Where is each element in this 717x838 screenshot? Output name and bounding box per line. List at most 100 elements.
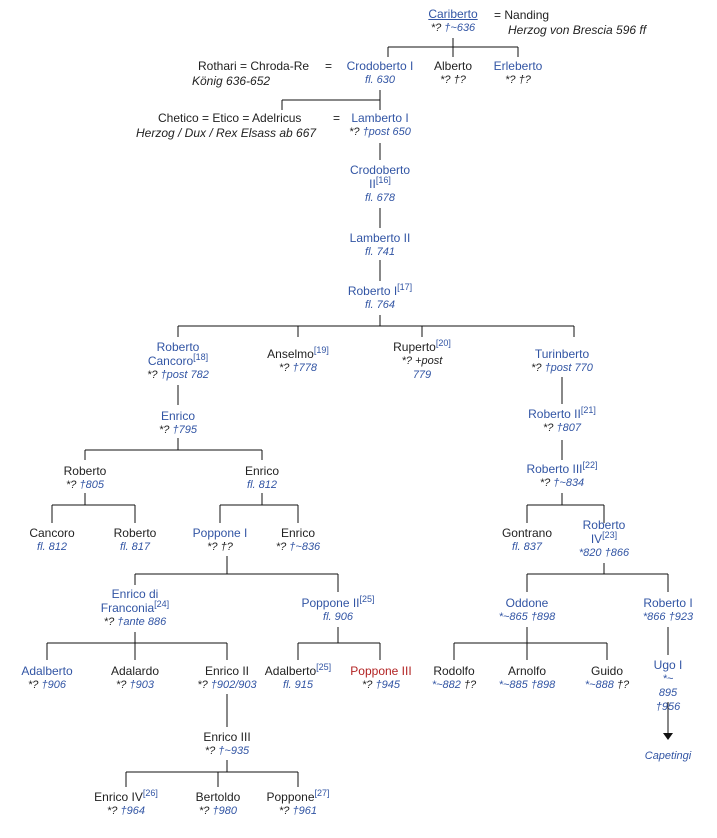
person-name-link[interactable]: Crodoberto I [346, 59, 414, 73]
person-name-link[interactable]: Poppone I [192, 526, 248, 540]
person-enrico-ii: Enrico II *? †902/903 [182, 664, 272, 692]
person-name-link[interactable]: Poppone II [301, 596, 360, 610]
person-name: Enrico [280, 526, 315, 540]
person-name-link[interactable]: Lamberto I [351, 111, 409, 125]
floruit-date: fl. 837 [512, 541, 542, 553]
person-erleberto[interactable]: Erleberto *? †? [488, 59, 548, 87]
reference-note[interactable]: [25] [316, 662, 332, 672]
person-enrico-di-franconia[interactable]: Enrico di Franconia[24] *? †ante 886 [85, 587, 185, 629]
person-name-link[interactable]: Adalberto [21, 664, 73, 678]
person-name: Rodolfo [433, 664, 475, 678]
spouse-title: Herzog / Dux / Rex Elsass ab 667 [136, 126, 317, 140]
person-name-link[interactable]: Roberto I [643, 596, 693, 610]
person-name: Ruperto [393, 340, 436, 354]
person-anselmo: Anselmo[19] *? †778 [267, 345, 329, 375]
reference-note[interactable]: [17] [397, 282, 413, 292]
person-roberto-i-francia[interactable]: Roberto I *866 †923 [628, 596, 708, 624]
person-poppone-961: Poppone[27] *? †961 [266, 788, 330, 818]
reference-note[interactable]: [18] [193, 352, 209, 362]
death-date: †~636 [444, 22, 476, 34]
person-name-link[interactable]: Roberto I [347, 284, 398, 298]
floruit-date: fl. 812 [247, 479, 277, 491]
person-name: Arnolfo [507, 664, 547, 678]
person-enrico-fl812: Enrico fl. 812 [222, 464, 302, 492]
person-name-link[interactable]: Roberto [582, 518, 626, 532]
reference-note[interactable]: [22] [582, 460, 598, 470]
reference-note[interactable]: [26] [142, 788, 158, 798]
person-name: Alberto [433, 59, 473, 73]
person-roberto-cancoro[interactable]: Roberto Cancoro[18] *? †post 782 [133, 340, 223, 382]
person-poppone-iii[interactable]: Poppone III *? †945 [338, 664, 424, 692]
person-arnolfo: Arnolfo *~885 †898 [492, 664, 562, 692]
person-name: Roberto [63, 464, 107, 478]
person-name-link[interactable]: Roberto III [526, 462, 583, 476]
person-crodoberto-i[interactable]: Crodoberto I fl. 630 [335, 59, 425, 87]
person-roberto-805: Roberto *? †805 [45, 464, 125, 492]
person-name: Adalardo [110, 664, 160, 678]
spouse-name: Rothari = Chroda-Re [198, 59, 310, 73]
marriage-sign: = [494, 8, 502, 22]
reference-note[interactable]: [23] [602, 530, 618, 540]
reference-note[interactable]: [16] [375, 175, 391, 185]
person-name-missing-link[interactable]: Poppone III [350, 664, 412, 678]
person-roberto-iii[interactable]: Roberto III[22] *? †~834 [526, 460, 598, 490]
person-poppone-i[interactable]: Poppone I *? †? [180, 526, 260, 554]
person-name: Poppone [266, 790, 315, 804]
person-name: Gontrano [501, 526, 553, 540]
person-roberto-i[interactable]: Roberto I[17] fl. 764 [335, 282, 425, 312]
person-name-link[interactable]: Turinberto [534, 347, 590, 361]
person-gontrano: Gontrano fl. 837 [487, 526, 567, 554]
person-crodoberto-ii[interactable]: Crodoberto II[16] fl. 678 [335, 163, 425, 205]
person-ruperto: Ruperto[20] *? +post 779 [393, 338, 451, 382]
floruit-date: fl. 764 [365, 299, 395, 311]
reference-note[interactable]: [27] [314, 788, 330, 798]
marriage-sign: = [333, 111, 341, 125]
person-name-link[interactable]: Erleberto [493, 59, 543, 73]
person-ugo-i[interactable]: Ugo I *~ 895 †956 [638, 658, 698, 714]
person-name-link[interactable]: Crodoberto [349, 163, 411, 177]
person-turinberto[interactable]: Turinberto *? †post 770 [517, 347, 607, 375]
birth-date: *? [430, 22, 442, 34]
dynasty-capetingi-link[interactable]: Capetingi [644, 750, 692, 762]
person-name: Cancoro [29, 526, 75, 540]
person-bertoldo: Bertoldo *? †980 [178, 790, 258, 818]
person-rodolfo: Rodolfo *~882 †? [419, 664, 489, 692]
person-guido: Guido *~888 †? [572, 664, 642, 692]
marriage-sign: = [325, 59, 333, 73]
reference-note[interactable]: [21] [580, 405, 596, 415]
floruit-date: fl. 817 [120, 541, 150, 553]
reference-note[interactable]: [20] [435, 338, 451, 348]
person-name-link[interactable]: Roberto [156, 340, 200, 354]
reference-note[interactable]: [19] [313, 345, 329, 355]
person-name-link[interactable]: Oddone [505, 596, 549, 610]
spouse-title: König 636-652 [192, 74, 271, 88]
reference-note[interactable]: [25] [359, 594, 375, 604]
floruit-date: fl. 630 [365, 74, 395, 86]
person-roberto-iv[interactable]: Roberto IV[23] *820 †866 [564, 518, 644, 560]
person-name-link[interactable]: Lamberto II [349, 231, 411, 245]
person-name: Enrico [244, 464, 279, 478]
person-poppone-ii[interactable]: Poppone II[25] fl. 906 [288, 594, 388, 624]
person-enrico-795[interactable]: Enrico *? †795 [138, 409, 218, 437]
person-name-link[interactable]: Enrico [160, 409, 195, 423]
person-lamberto-i[interactable]: Lamberto I *? †post 650 [335, 111, 425, 139]
person-adalberto-906[interactable]: Adalberto *? †906 [12, 664, 82, 692]
spouse-chetico: Chetico = Etico = Adelricus Herzog / Dux… [136, 111, 316, 141]
spouse-nanding: = Nanding Herzog von Brescia 596 ff [494, 8, 646, 38]
person-name-link[interactable]: Roberto II [528, 407, 581, 421]
person-lamberto-ii[interactable]: Lamberto II fl. 741 [335, 231, 425, 259]
person-name-link[interactable]: Ugo I [653, 658, 683, 672]
person-roberto-ii[interactable]: Roberto II[21] *? †807 [528, 405, 596, 435]
descent-arrow-icon [663, 733, 673, 740]
person-name-link[interactable]: Cariberto [428, 7, 478, 21]
person-cariberto[interactable]: Cariberto *? †~636 [413, 7, 493, 35]
person-name-link[interactable]: Enrico di [111, 587, 159, 601]
person-oddone[interactable]: Oddone *~865 †898 [482, 596, 572, 624]
reference-note[interactable]: [24] [154, 599, 170, 609]
person-name: Bertoldo [195, 790, 241, 804]
person-name: Adalberto [264, 664, 317, 678]
person-adalardo: Adalardo *? †903 [97, 664, 173, 692]
person-enrico-iii: Enrico III *? †~935 [182, 730, 272, 758]
person-alberto: Alberto *? †? [418, 59, 488, 87]
